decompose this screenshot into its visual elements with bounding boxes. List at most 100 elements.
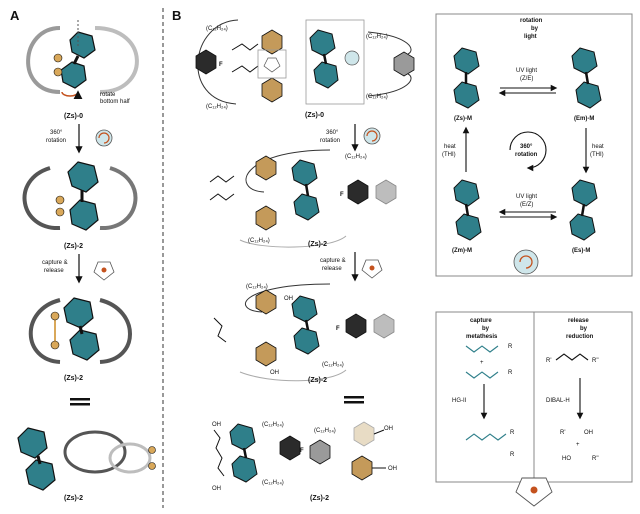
bb-chain-bottom: (C₁₂H₂₄)	[262, 480, 284, 486]
metathesis-title-line1: capture	[470, 318, 492, 324]
heat-left-line1: heat	[444, 144, 456, 150]
equivalence-sign-a	[70, 398, 90, 406]
heat-left-line2: (THI)	[442, 152, 456, 158]
panel-b-letter: B	[172, 8, 181, 23]
alcohol-oh: OH	[584, 430, 593, 436]
panel-b-step2-line2: release	[322, 266, 342, 272]
heat-right-line2: (THI)	[590, 152, 604, 158]
reduction-title-line1: release	[568, 318, 589, 324]
bb-oh-right-top: OH	[384, 426, 393, 432]
panel-b-step1-line1: 360°	[326, 130, 339, 136]
panel-b-structure-2	[209, 149, 397, 248]
label-es-m: (Es)-M	[572, 248, 590, 254]
light-title-line2: by	[531, 26, 539, 32]
bb-oh-left-bottom: OH	[212, 486, 221, 492]
reduction-box	[533, 311, 633, 483]
reduction-reagent: DIBAL-H	[546, 398, 570, 404]
panel-a-motor-0	[26, 20, 139, 100]
uv-top-line1: UV light	[516, 68, 537, 74]
reduction-title-line2: by	[580, 326, 588, 332]
capture-release-icon	[515, 477, 553, 507]
panel-b-structure-0	[195, 19, 415, 105]
panel-a-step2-line2: release	[44, 268, 64, 274]
alcohol-r2: R''	[592, 456, 599, 462]
b0-fluoro: F	[219, 62, 223, 68]
panel-b-structure-2z-bottom	[213, 421, 386, 483]
alcohol-ho: HO	[562, 456, 571, 462]
panel-a-compound-2z-bottom: (Zs)-2	[64, 495, 83, 502]
ester-r1: R'	[546, 358, 551, 364]
reactant-r-bottom: R	[508, 370, 513, 376]
ester-r2: R''	[592, 358, 599, 364]
b2z-chain-top: (C₁₂H₂₄)	[246, 284, 268, 290]
b0-chain-top-left: (C₁₂H₂₄)	[206, 26, 228, 32]
panel-b-compound-2z: (Zs)-2	[308, 377, 327, 384]
panel-b-step1-line2: rotation	[320, 138, 340, 144]
metathesis-title-line3: metathesis	[466, 334, 498, 340]
bb-chain-top: (C₁₂H₂₄)	[262, 422, 284, 428]
reactant-r-top: R	[508, 344, 513, 350]
panel-a-step1-line2: rotation	[46, 138, 66, 144]
motor-zm	[453, 179, 482, 241]
light-title-line3: light	[524, 34, 537, 40]
center-cycle-arrow	[509, 131, 547, 172]
metathesis-reagent: HG-II	[452, 398, 467, 404]
panel-a-step2-line1: capture &	[42, 260, 68, 266]
product-r-top: R	[510, 430, 515, 436]
b2-fluoro: F	[340, 192, 344, 198]
metathesis-plus: +	[480, 360, 484, 366]
ester-reactant	[555, 353, 589, 361]
alkene-reactants	[465, 345, 499, 379]
panel-a-compound-2: (Zs)-2	[64, 243, 83, 250]
rotate-note-line1: rotate	[100, 92, 116, 98]
rotation-icon-b	[363, 127, 381, 145]
panel-a-motor-2	[22, 161, 138, 231]
label-em-m: (Em)-M	[574, 116, 594, 122]
metathesis-title-line2: by	[482, 326, 490, 332]
rotation-icon	[95, 129, 113, 147]
b0-chain-bottom-left: (C₁₂H₂₄)	[206, 104, 228, 110]
alcohol-r1: R'	[560, 430, 565, 436]
panel-a-compound-0: (Zs)-0	[64, 113, 83, 120]
rotate-note-line2: bottom half	[100, 99, 130, 105]
panel-a-motor-2z-bottom	[17, 427, 156, 491]
label-zm-m: (Zm)-M	[452, 248, 472, 254]
capture-icon-b	[361, 259, 383, 279]
panel-b-step2-line1: capture &	[320, 258, 346, 264]
motor-em	[571, 47, 602, 109]
light-title-line1: rotation	[520, 18, 543, 24]
b2z-oh-top: OH	[284, 296, 293, 302]
uv-top-line2: (Z/E)	[520, 76, 533, 82]
panel-b-compound-0: (Zs)-0	[305, 112, 324, 119]
b2-chain-bottom: (C₁₂H₂₄)	[248, 238, 270, 244]
uv-bottom-line2: (E/Z)	[520, 202, 533, 208]
uv-bottom-line1: UV light	[516, 194, 537, 200]
panel-a-motor-2z	[28, 297, 132, 364]
bb-chain-grey: (C₁₂H₂₄)	[314, 428, 336, 434]
panel-a-step1-line1: 360°	[50, 130, 63, 136]
b2z-chain-right: (C₁₂H₂₄)	[322, 362, 344, 368]
center-line2: rotation	[515, 152, 538, 158]
light-rotation-box	[435, 13, 633, 277]
label-zs-m: (Zs)-M	[454, 116, 472, 122]
motor-zs	[453, 47, 480, 109]
b2z-oh-bottom: OH	[270, 370, 279, 376]
reduction-plus: +	[576, 442, 580, 448]
heat-right-line1: heat	[592, 144, 604, 150]
panel-a-compound-2z: (Zs)-2	[64, 375, 83, 382]
light-motor-icon	[513, 249, 539, 275]
b2-chain-top: (C₁₂H₂₄)	[345, 154, 367, 160]
bb-oh-left-top: OH	[212, 422, 221, 428]
b2z-fluoro: F	[336, 326, 340, 332]
motor-es	[569, 179, 598, 241]
capture-icon	[93, 261, 115, 281]
alkene-product	[465, 433, 507, 441]
bb-oh-right-bottom: OH	[388, 466, 397, 472]
panel-b-structure-2z	[213, 283, 395, 382]
b0-chain-bottom-right: (C₁₂H₂₄)	[366, 94, 388, 100]
panel-a-letter: A	[10, 8, 20, 23]
b0-chain-top-right: (C₁₂H₂₄)	[366, 34, 388, 40]
panel-b-compound-2z-bottom: (Zs)-2	[310, 495, 329, 502]
bb-fluoro: F	[300, 448, 304, 454]
